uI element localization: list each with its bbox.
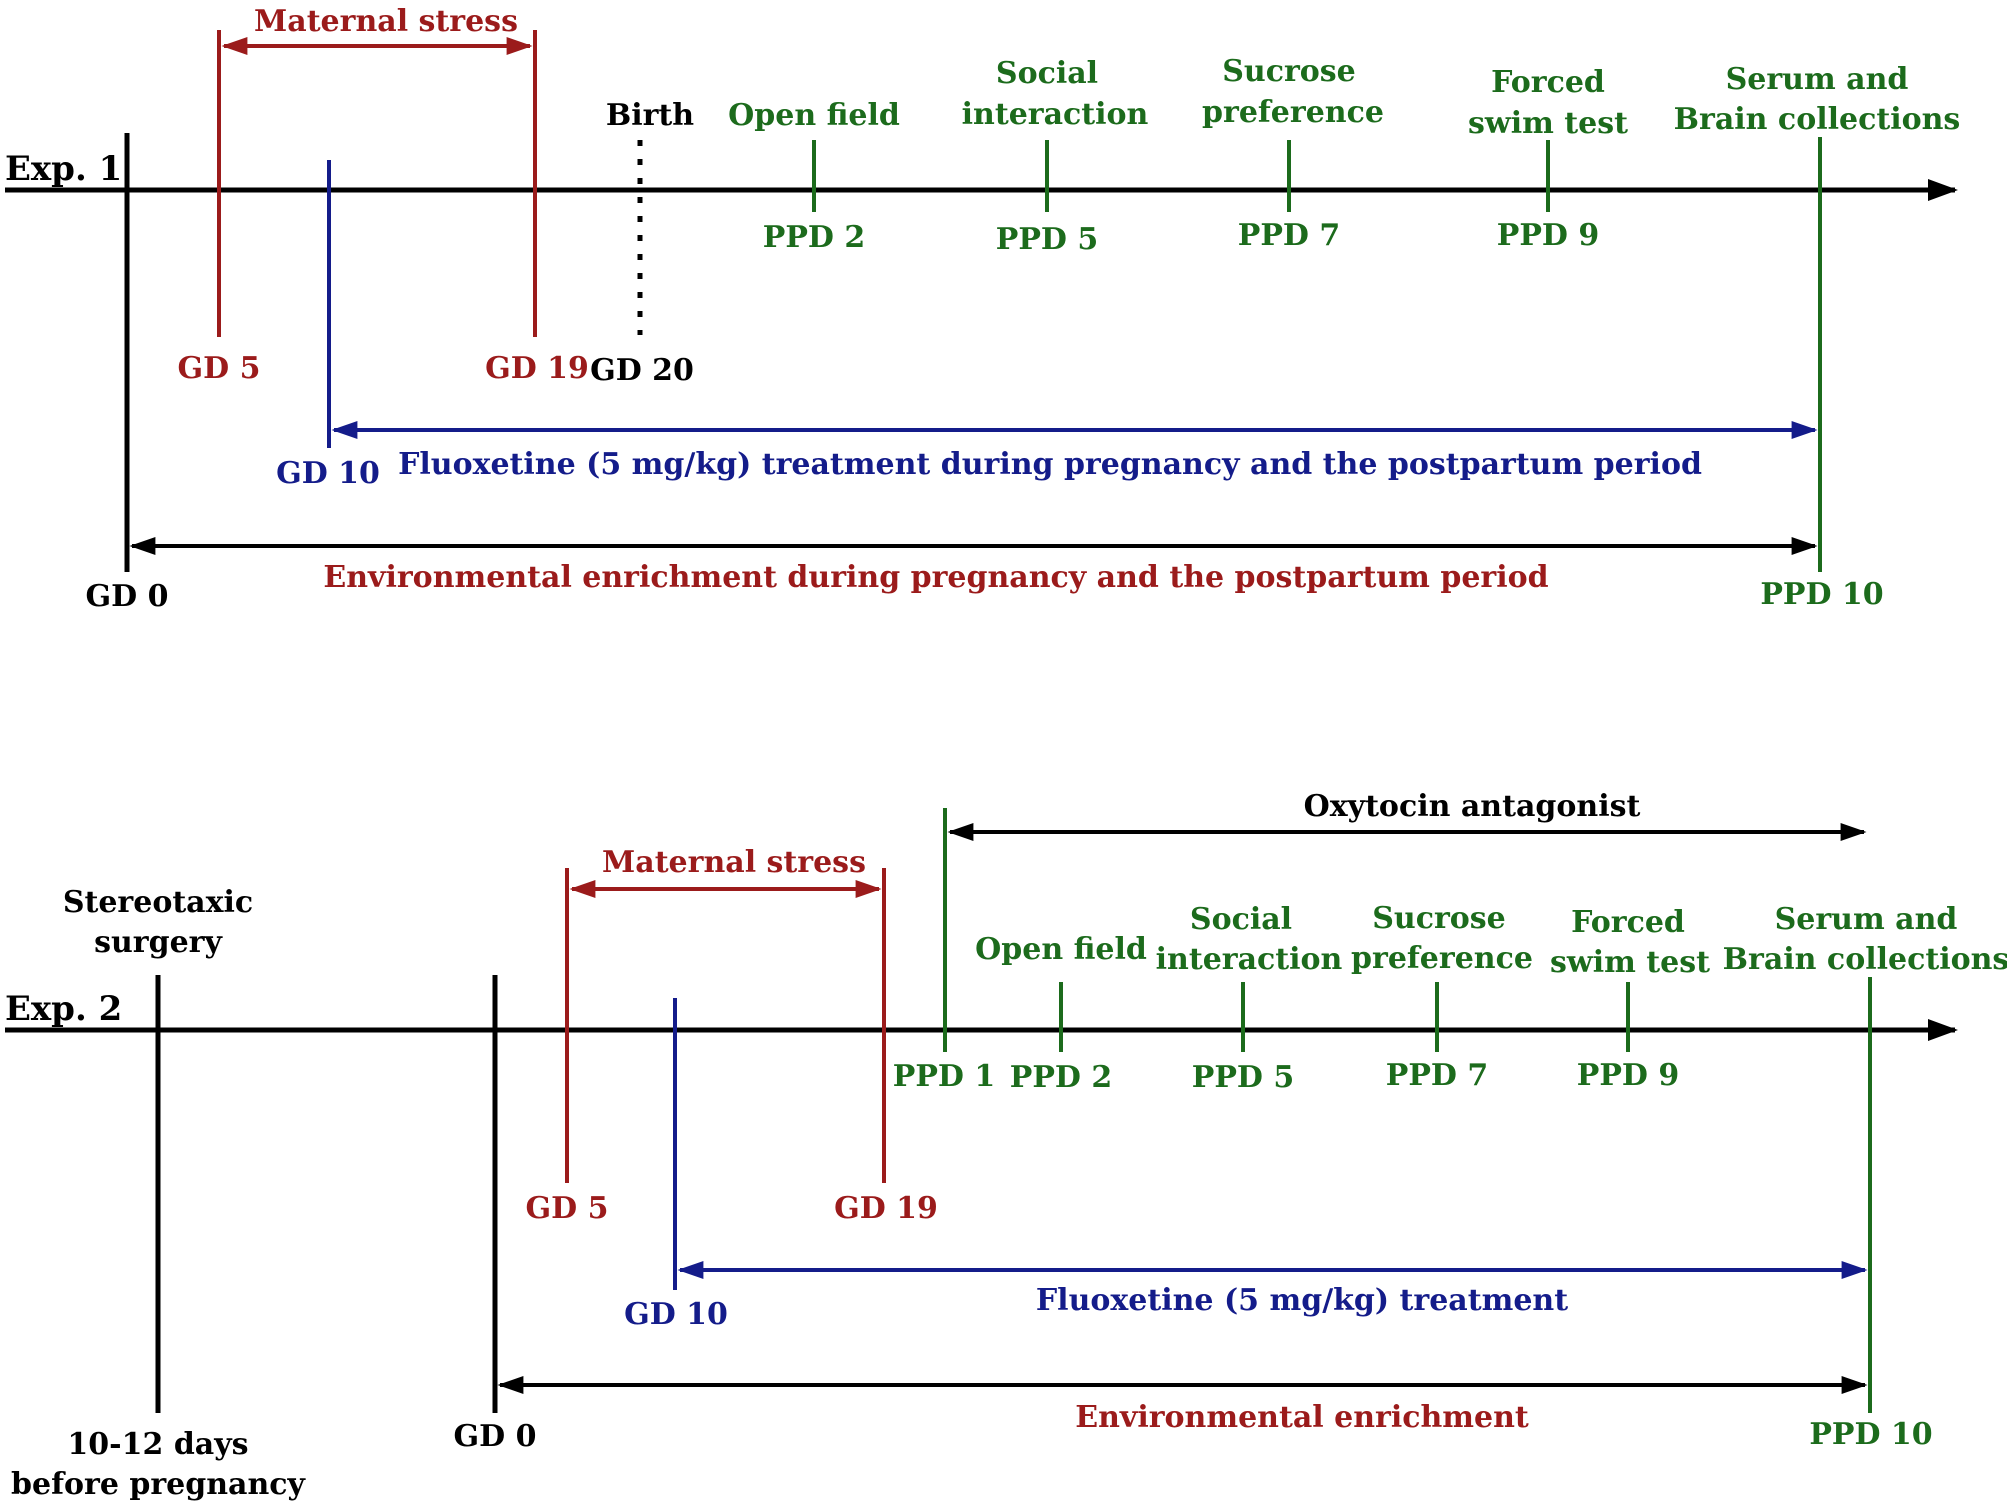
exp1-maternal-stress-label: Maternal stress <box>254 4 518 39</box>
exp1-ppd10-label: PPD 10 <box>1760 577 1883 612</box>
exp2-gd10-label: GD 10 <box>624 1297 728 1332</box>
exp2-sucrose-label-line1: Sucrose <box>1372 901 1506 936</box>
exp2-forced-swim-label-line2: swim test <box>1550 945 1710 980</box>
exp1-serum-label-line2: Brain collections <box>1674 102 1961 137</box>
exp2-ppd1-label: PPD 1 <box>893 1059 995 1094</box>
exp1-open-field-label: Open field <box>728 98 900 133</box>
exp2-maternal-stress-label: Maternal stress <box>602 845 866 880</box>
exp1-gd10-label: GD 10 <box>276 456 380 491</box>
exp2-social-label-line1: Social <box>1190 902 1292 937</box>
exp1-sucrose-label-line1: Sucrose <box>1222 54 1356 89</box>
exp1-ppd2-label: PPD 2 <box>763 220 865 255</box>
exp1-enrichment-label: Environmental enrichment during pregnanc… <box>323 560 1548 595</box>
exp2-label: Exp. 2 <box>5 989 122 1029</box>
exp2-sucrose-label-line2: preference <box>1351 941 1533 976</box>
exp2-before-pregnancy-label-line2: before pregnancy <box>11 1467 306 1502</box>
exp2-forced-swim-label-line1: Forced <box>1571 905 1685 940</box>
exp1-birth-label: Birth <box>606 98 694 133</box>
exp1-gd19-label: GD 19 <box>485 351 589 386</box>
exp1-ppd7-label: PPD 7 <box>1238 218 1340 253</box>
exp2-gd19-label: GD 19 <box>834 1191 938 1226</box>
exp1-social-label-line1: Social <box>996 56 1098 91</box>
exp2-oxytocin-label: Oxytocin antagonist <box>1304 789 1641 824</box>
exp1-ppd9-label: PPD 9 <box>1497 218 1599 253</box>
exp2-gd0-label: GD 0 <box>454 1419 537 1454</box>
exp1-ppd5-label: PPD 5 <box>996 222 1098 257</box>
exp2-serum-label-line2: Brain collections <box>1723 942 2007 977</box>
exp2-ppd9-label: PPD 9 <box>1577 1058 1679 1093</box>
exp2-stereotaxic-label-line1: Stereotaxic <box>63 885 253 920</box>
exp1-label: Exp. 1 <box>5 149 122 189</box>
exp2-ppd7-label: PPD 7 <box>1386 1058 1488 1093</box>
exp1-fluoxetine-label: Fluoxetine (5 mg/kg) treatment during pr… <box>398 447 1702 482</box>
exp1-panel: Exp. 1 GD 0 Maternal stress GD 5 GD 19 B… <box>5 4 1960 614</box>
exp1-social-label-line2: interaction <box>962 97 1149 132</box>
exp2-ppd2-label: PPD 2 <box>1010 1060 1112 1095</box>
exp1-forced-swim-label-line2: swim test <box>1468 106 1628 141</box>
exp1-gd0-label: GD 0 <box>86 579 169 614</box>
exp1-gd5-label: GD 5 <box>178 351 261 386</box>
exp1-serum-label-line1: Serum and <box>1726 62 1909 97</box>
exp2-ppd10-label: PPD 10 <box>1809 1417 1932 1452</box>
exp2-ppd5-label: PPD 5 <box>1192 1060 1294 1095</box>
exp2-serum-label-line1: Serum and <box>1775 902 1958 937</box>
exp2-social-label-line2: interaction <box>1156 942 1343 977</box>
exp2-enrichment-label: Environmental enrichment <box>1075 1400 1529 1435</box>
exp1-gd20-label: GD 20 <box>590 353 694 388</box>
exp2-fluoxetine-label: Fluoxetine (5 mg/kg) treatment <box>1036 1283 1568 1318</box>
exp2-open-field-label: Open field <box>975 932 1147 967</box>
exp1-sucrose-label-line2: preference <box>1202 95 1384 130</box>
exp2-gd5-label: GD 5 <box>526 1191 609 1226</box>
exp1-forced-swim-label-line1: Forced <box>1491 65 1605 100</box>
exp2-stereotaxic-label-line2: surgery <box>94 925 223 960</box>
exp2-before-pregnancy-label-line1: 10-12 days <box>67 1427 248 1462</box>
exp2-panel: Exp. 2 Stereotaxic surgery 10-12 days be… <box>5 789 2007 1502</box>
